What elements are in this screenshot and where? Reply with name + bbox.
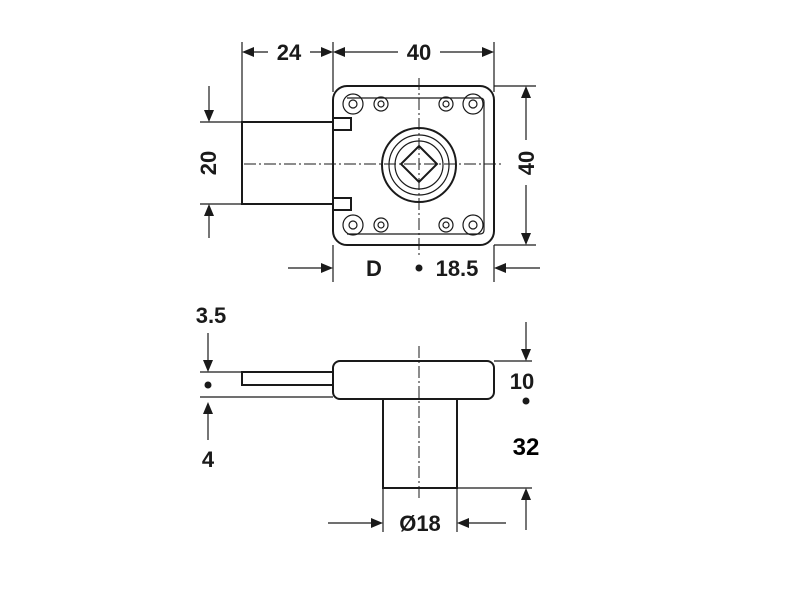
dim-width: 40: [407, 40, 431, 65]
dim-bolt-height: 20: [196, 151, 221, 175]
dim-bolt-thickness: 3.5: [196, 303, 227, 328]
side-view: 3.5 4 10 32 Ø18: [196, 303, 540, 536]
side-cylinder: [382, 398, 458, 489]
lock-case: [332, 85, 495, 246]
label-d: D: [366, 256, 382, 281]
side-case: [332, 360, 495, 400]
dim-cylinder-length: 32: [513, 434, 540, 461]
dim-case-thickness: 10: [510, 369, 534, 394]
dim-bolt-projection: 24: [277, 40, 302, 65]
bolt: [241, 121, 335, 205]
center-dot: [415, 264, 423, 272]
dim-cylinder-diameter: Ø18: [399, 511, 441, 536]
dim-backset: 18.5: [436, 256, 479, 281]
side-bolt: [241, 371, 337, 386]
mounting-holes: [342, 93, 484, 236]
dim-bolt-offset: 4: [202, 447, 215, 472]
top-view: 24 40 20 40 D 18.5: [196, 40, 540, 282]
dim-height: 40: [514, 151, 539, 175]
